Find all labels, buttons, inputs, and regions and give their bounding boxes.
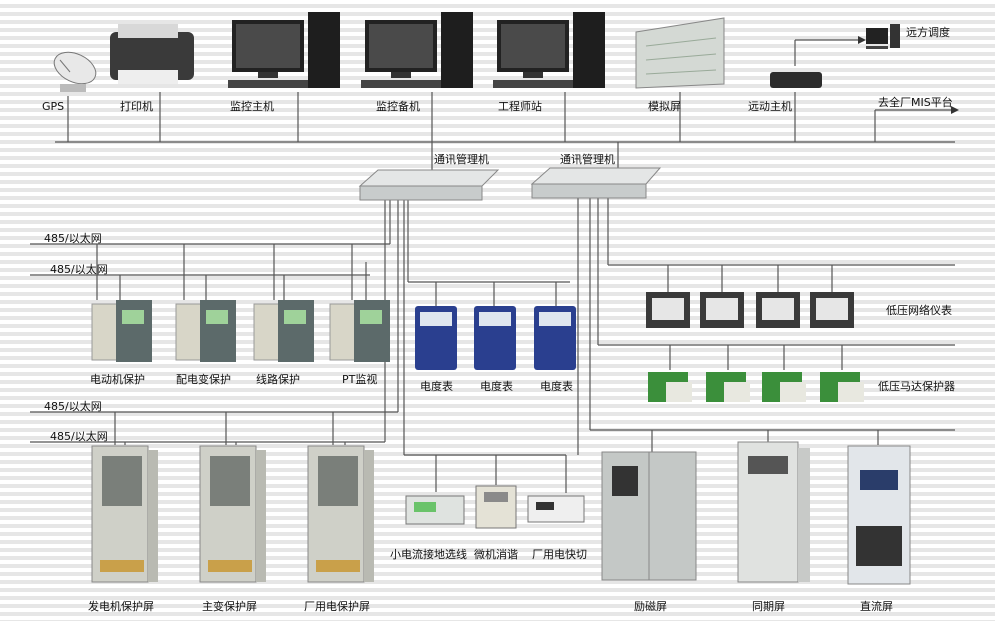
lv-motor-protector-icon [706,372,750,402]
bus-label: 485/以太网 [44,400,102,413]
lv-motor-protector-icon [820,372,864,402]
arrow-icon [858,36,866,44]
harmonic-eliminator-icon [475,485,517,529]
relay-distribution-transformer-icon [175,300,236,362]
line-protection-label: 线路保护 [256,373,300,386]
energy-meter-label: 电度表 [540,380,573,393]
fast-transfer-label: 厂用电快切 [532,548,587,561]
arrow-icon [951,106,959,114]
comm-manager-icon [358,169,500,201]
telecontrol-host-label: 远动主机 [748,100,792,113]
lv-meter-icon [646,292,690,328]
printer-label: 打印机 [120,100,153,113]
harmonic-eliminator-label: 微机消谐 [474,548,518,561]
comm-manager-icon [530,167,662,199]
monitor-backup-icon [361,12,473,88]
distribution-transformer-protection-label: 配电变保护 [176,373,231,386]
monitor-backup-label: 监控备机 [376,100,420,113]
grounding-line-selector-icon [405,495,465,525]
bus-label: 485/以太网 [50,430,108,443]
mimic-panel-label: 模拟屏 [648,100,681,113]
telecontrol-host-icon [770,72,822,88]
dc-label: 直流屏 [860,600,893,613]
lv-motor-protector-icon [648,372,692,402]
comm-manager-label: 通讯管理机 [560,153,615,166]
engineer-station-label: 工程师站 [498,100,542,113]
mimic-panel-icon [635,17,725,89]
relay-motor-icon [91,300,152,362]
energy-meter-icon [415,306,457,370]
monitor-main-icon [228,12,340,88]
energy-meter-label: 电度表 [480,380,513,393]
gps-label: GPS [42,100,65,113]
station-service-protection-label: 厂用电保护屏 [304,600,370,613]
relay-pt-icon [329,300,390,362]
connection-lines [30,39,955,493]
bus-label: 485/以太网 [44,232,102,245]
lv-motor-protector-label: 低压马达保护器 [878,380,955,393]
lv-meter-icon [700,292,744,328]
lv-meter-icon [810,292,854,328]
printer-icon [110,24,194,84]
motor-protection-label: 电动机保护 [90,373,145,386]
remote-dispatch-label: 远方调度 [906,26,950,39]
dc-cabinet-icon [847,445,911,585]
gps-dish-icon [53,51,97,92]
pt-monitor-label: PT监视 [342,373,378,386]
engineer-station-icon [493,12,605,88]
generator-protection-label: 发电机保护屏 [88,600,154,613]
remote-computer-icon [866,24,900,49]
excitation-label: 励磁屏 [634,600,667,613]
relay-line-icon [253,300,314,362]
synchronization-cabinet-icon [737,441,810,583]
excitation-cabinet-icon [601,451,697,581]
energy-meter-icon [474,306,516,370]
bus-label: 485/以太网 [50,263,108,276]
synchronization-label: 同期屏 [752,600,785,613]
lv-meters-label: 低压网络仪表 [886,304,952,317]
station-service-protection-cabinet-icon [307,445,374,583]
lv-motor-protector-icon [762,372,806,402]
energy-meter-label: 电度表 [420,380,453,393]
transformer-protection-label: 主变保护屏 [202,600,257,613]
monitor-main-label: 监控主机 [230,100,274,113]
generator-protection-cabinet-icon [91,445,158,583]
mis-platform-label: 去全厂MIS平台 [878,96,953,109]
transformer-protection-cabinet-icon [199,445,266,583]
fast-transfer-icon [527,495,585,523]
lv-meter-icon [756,292,800,328]
comm-manager-label: 通讯管理机 [434,153,489,166]
energy-meter-icon [534,306,576,370]
grounding-selector-label: 小电流接地选线 [390,548,467,561]
